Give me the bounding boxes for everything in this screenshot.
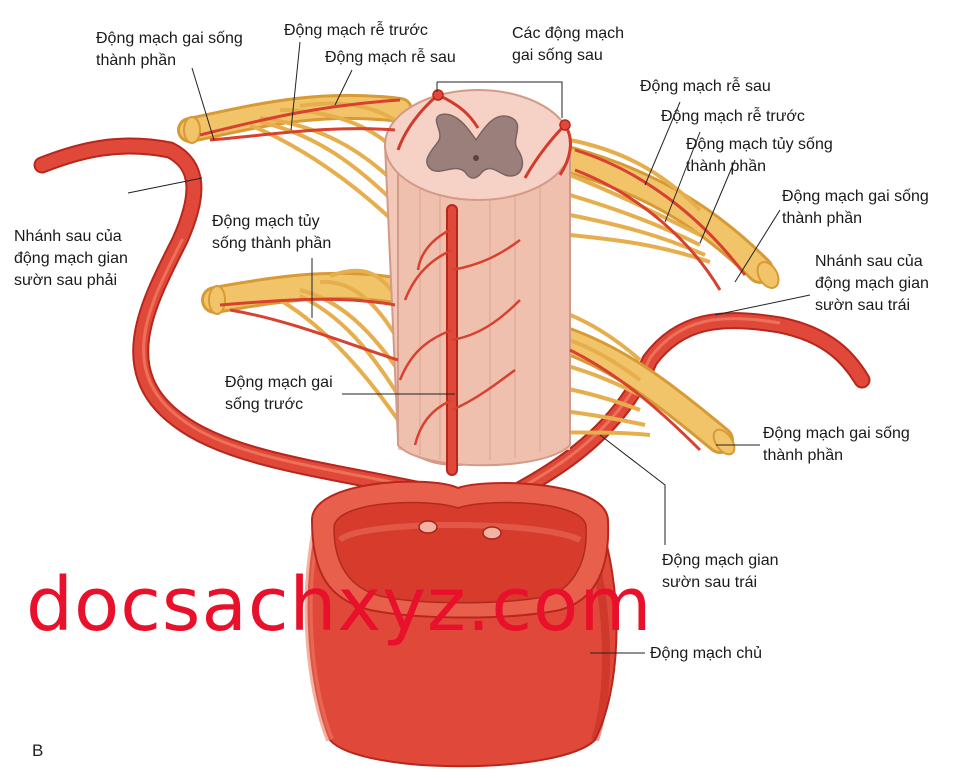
label-aorta: Động mạch chủ <box>650 645 763 662</box>
label-anterior-spinal-artery: Động mạch gai sống trước <box>225 374 333 413</box>
label-posterior-radicular-artery-right: Động mạch rễ sau <box>640 78 771 95</box>
watermark-text: docsachxyz.com <box>26 562 653 648</box>
label-segmental-spinal-artery-right: Động mạch gai sống thành phần <box>782 188 929 227</box>
label-left-posterior-intercostal-branch: Nhánh sau của động mạch gian sườn sau tr… <box>815 253 929 314</box>
grey-matter <box>426 113 524 179</box>
label-anterior-radicular-artery-top: Động mạch rễ trước <box>284 22 428 39</box>
right-posterior-intercostal-branch <box>33 137 439 501</box>
leader-lines <box>127 41 811 654</box>
label-segmental-medullary-artery-left: Động mạch tủy sống thành phần <box>212 213 332 252</box>
label-anterior-radicular-artery-right: Động mạch rễ trước <box>661 108 805 125</box>
label-left-posterior-intercostal-artery: Động mạch gian sườn sau trái <box>662 552 779 591</box>
posterior-spinal-arteries <box>396 89 572 179</box>
label-right-posterior-intercostal-branch: Nhánh sau của động mạch gian sườn sau ph… <box>14 228 128 289</box>
label-posterior-radicular-artery-top: Động mạch rễ sau <box>325 49 456 66</box>
aorta <box>304 480 618 768</box>
panel-letter: B <box>32 741 44 760</box>
anterior-spinal-artery <box>398 204 521 476</box>
spinal-cord-segment <box>383 89 572 467</box>
label-posterior-spinal-arteries: Các động mạch gai sống sau <box>512 25 625 64</box>
radicular-arteries <box>199 98 747 452</box>
label-segmental-spinal-artery-top-left: Động mạch gai sống thành phần <box>96 30 243 69</box>
label-segmental-spinal-artery-lower-right: Động mạch gai sống thành phần <box>763 425 910 464</box>
label-segmental-medullary-artery-right: Động mạch tủy sống thành phần <box>686 136 833 175</box>
spinal-nerve-lower-left <box>201 268 409 422</box>
